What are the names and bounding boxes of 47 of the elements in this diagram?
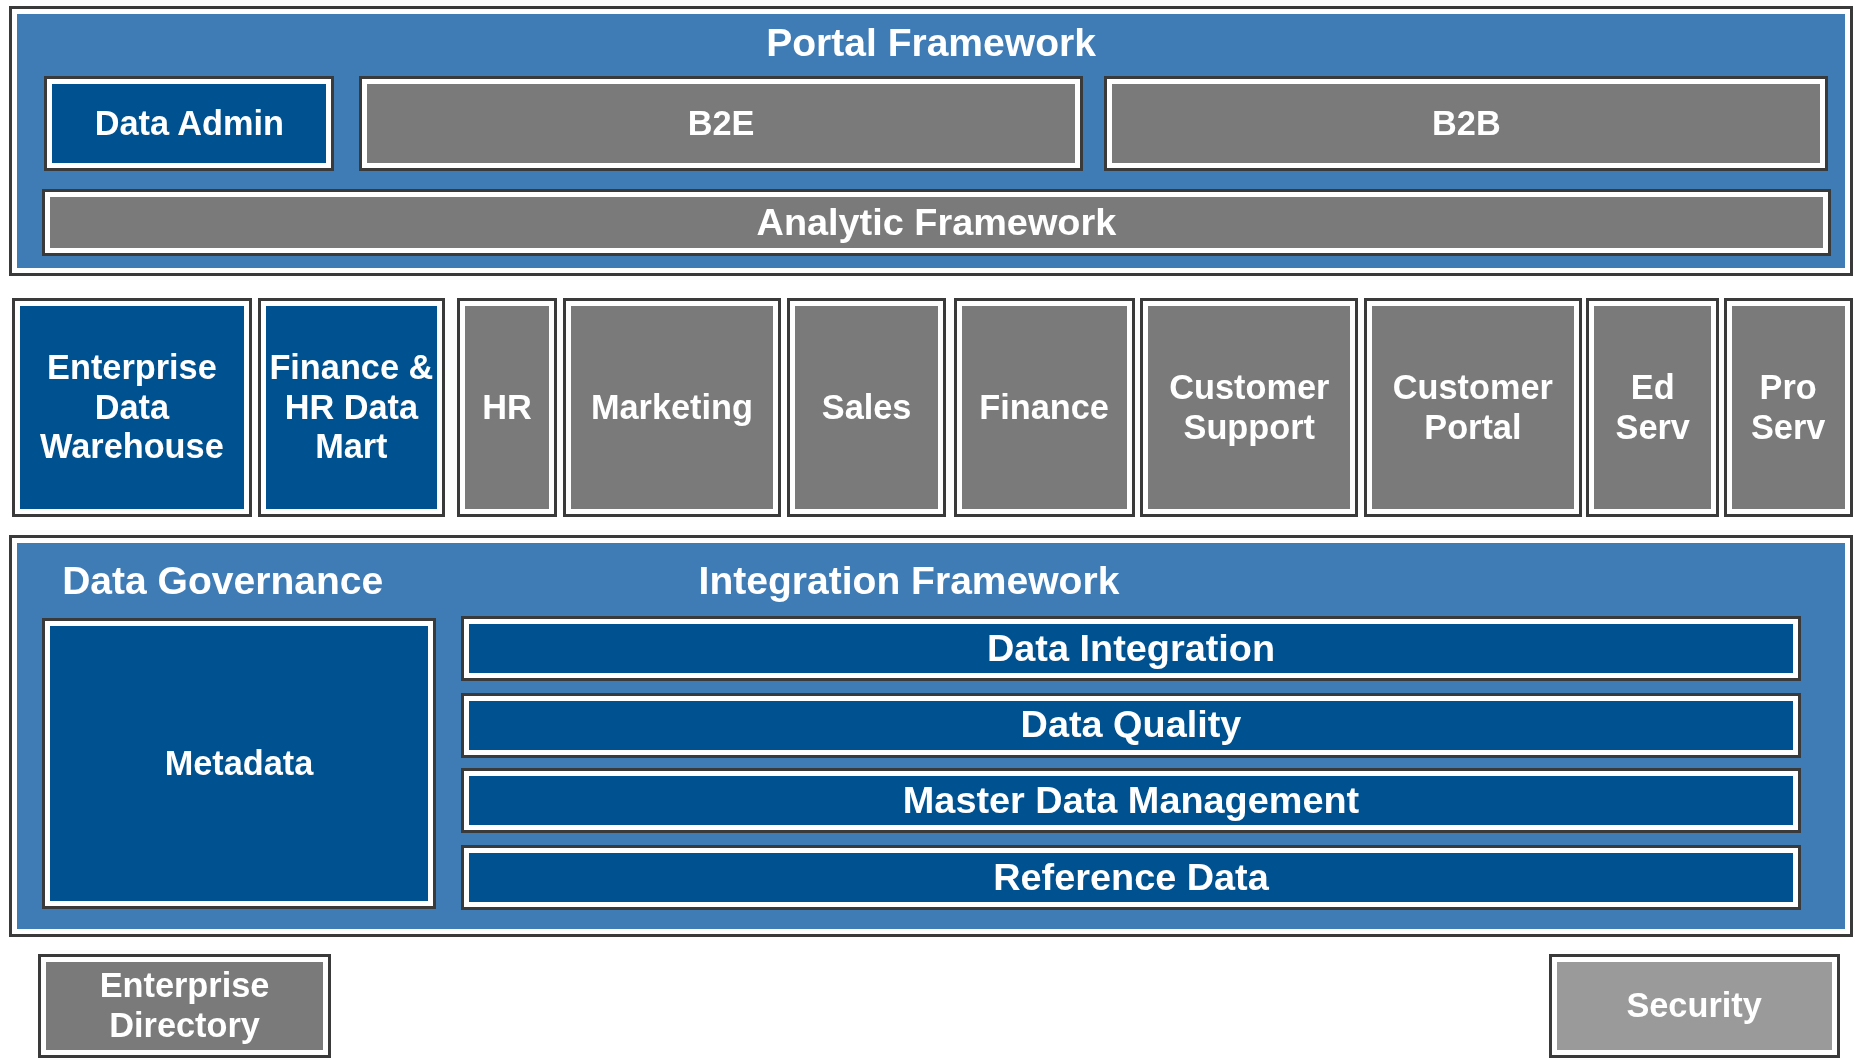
module-box <box>1104 76 1829 171</box>
application-box <box>1586 298 1719 517</box>
block-label: Finance <box>978 387 1110 428</box>
block-label: Sales <box>820 387 913 428</box>
service-bar <box>460 692 1802 758</box>
block-label: Data Admin <box>93 103 285 144</box>
panel-title: Integration Framework <box>698 559 1120 603</box>
application-box <box>1364 298 1582 517</box>
block-label: Enterprise Data Warehouse <box>39 348 225 467</box>
framework-panel <box>9 5 1853 276</box>
block-label: Finance & HR Data Mart <box>268 348 435 467</box>
data-store-box <box>11 298 252 517</box>
block-label: HR <box>481 387 533 428</box>
block-label: Enterprise Directory <box>98 966 271 1045</box>
application-box <box>563 298 781 517</box>
data-store-box <box>257 298 445 517</box>
framework-panel <box>9 534 1853 937</box>
framework-bar <box>42 188 1831 257</box>
block-label: Analytic Framework <box>755 200 1118 245</box>
block-label: Ed Serv <box>1614 368 1691 447</box>
block-label: Data Integration <box>985 626 1277 671</box>
service-bar <box>460 845 1802 911</box>
service-bar <box>460 768 1802 834</box>
block-label: Master Data Management <box>901 779 1361 823</box>
block-label: Reference Data <box>992 856 1270 900</box>
block-label: Customer Support <box>1168 368 1331 447</box>
block-label: Metadata <box>163 743 315 784</box>
application-box <box>953 298 1135 517</box>
application-box <box>786 298 947 517</box>
service-box <box>1548 953 1840 1058</box>
application-box <box>1723 298 1853 517</box>
module-box <box>44 76 335 171</box>
module-box <box>359 76 1084 171</box>
panel-title: Portal Framework <box>766 20 1096 65</box>
block-label: B2E <box>686 103 756 144</box>
application-box <box>456 298 558 517</box>
block-label: Marketing <box>589 387 754 428</box>
block-label: Data Quality <box>1019 703 1243 747</box>
service-box <box>37 953 332 1058</box>
application-box <box>1140 298 1359 517</box>
panel-title: Data Governance <box>62 559 384 603</box>
block-label: Customer Portal <box>1391 368 1554 447</box>
module-box <box>42 618 436 910</box>
service-bar <box>460 615 1802 681</box>
block-label: Pro Serv <box>1749 368 1827 447</box>
block-label: B2B <box>1431 103 1502 144</box>
block-label: Security <box>1625 985 1763 1026</box>
